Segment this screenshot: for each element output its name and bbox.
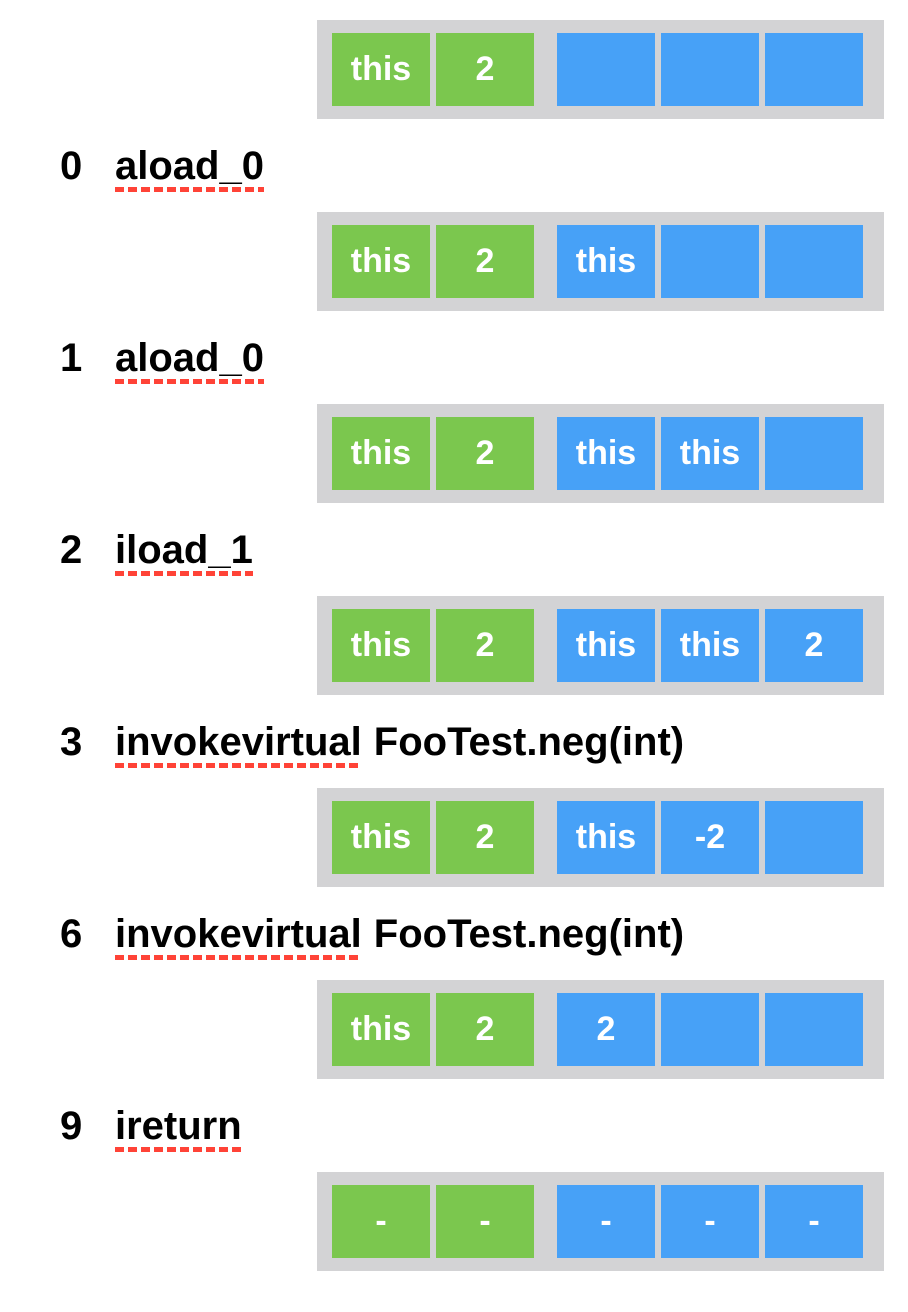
frame-state-strip: this 2	[317, 20, 884, 119]
instruction-mnemonic: aload_0	[115, 336, 264, 384]
local-var-cell: 2	[436, 609, 534, 682]
stack-cell: this	[661, 609, 759, 682]
stack-cell: this	[557, 417, 655, 490]
stack-cell: this	[661, 417, 759, 490]
stack-cell	[765, 225, 863, 298]
local-var-cell: this	[332, 801, 430, 874]
local-var-cell: 2	[436, 801, 534, 874]
instruction-operands: FooTest.neg(int)	[373, 720, 685, 764]
local-var-cell: this	[332, 609, 430, 682]
stack-cell: -	[765, 1185, 863, 1258]
stack-cell	[765, 801, 863, 874]
instruction-mnemonic: invokevirtual	[115, 720, 362, 768]
frame-state-strip: this 2 this -2	[317, 788, 884, 887]
local-var-cell: 2	[436, 225, 534, 298]
local-var-cell: this	[332, 33, 430, 106]
stack-cell: 2	[557, 993, 655, 1066]
stack-cell: -	[557, 1185, 655, 1258]
stack-cell	[765, 33, 863, 106]
instruction-line: 2 iload_1	[60, 525, 908, 576]
stack-cell	[557, 33, 655, 106]
stack-cell: this	[557, 225, 655, 298]
local-var-cell: 2	[436, 993, 534, 1066]
frame-state-strip: this 2 this	[317, 212, 884, 311]
stack-cell: this	[557, 609, 655, 682]
local-var-cell: -	[332, 1185, 430, 1258]
instruction-offset: 6	[60, 912, 83, 956]
instruction-offset: 3	[60, 720, 83, 764]
stack-cell	[661, 33, 759, 106]
stack-cell	[661, 993, 759, 1066]
instruction-line: 0 aload_0	[60, 141, 908, 192]
stack-cell: -	[661, 1185, 759, 1258]
instruction-line: 9 ireturn	[60, 1101, 908, 1152]
local-var-cell: -	[436, 1185, 534, 1258]
instruction-offset: 1	[60, 336, 83, 380]
stack-cell: this	[557, 801, 655, 874]
instruction-mnemonic: ireturn	[115, 1104, 242, 1152]
local-var-cell: this	[332, 225, 430, 298]
instruction-line: 1 aload_0	[60, 333, 908, 384]
instruction-mnemonic: aload_0	[115, 144, 264, 192]
bytecode-trace-page: this 2 0 aload_0 this 2 this 1 aload_0 thi…	[0, 20, 908, 1271]
local-var-cell: 2	[436, 417, 534, 490]
instruction-offset: 9	[60, 1104, 83, 1148]
instruction-operands: FooTest.neg(int)	[373, 912, 685, 956]
instruction-offset: 0	[60, 144, 83, 188]
stack-cell: 2	[765, 609, 863, 682]
stack-cell: -2	[661, 801, 759, 874]
frame-state-strip: this 2 2	[317, 980, 884, 1079]
stack-cell	[765, 417, 863, 490]
local-var-cell: 2	[436, 33, 534, 106]
frame-state-strip: - - - - -	[317, 1172, 884, 1271]
instruction-offset: 2	[60, 528, 83, 572]
local-var-cell: this	[332, 993, 430, 1066]
stack-cell	[661, 225, 759, 298]
frame-state-strip: this 2 this this	[317, 404, 884, 503]
instruction-mnemonic: invokevirtual	[115, 912, 362, 960]
instruction-mnemonic: iload_1	[115, 528, 253, 576]
stack-cell	[765, 993, 863, 1066]
frame-state-strip: this 2 this this 2	[317, 596, 884, 695]
local-var-cell: this	[332, 417, 430, 490]
